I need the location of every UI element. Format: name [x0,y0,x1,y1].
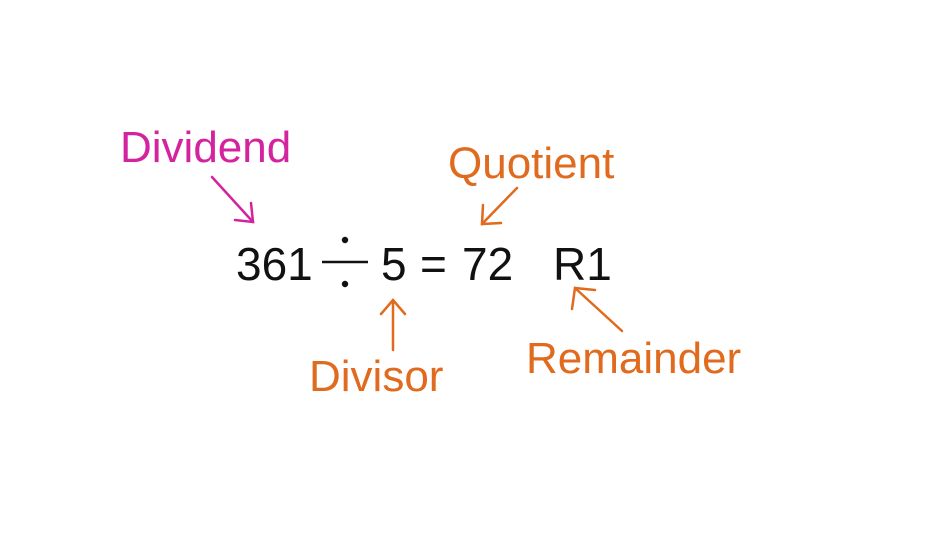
remainder-arrow-icon [570,286,624,333]
dividend-arrow-icon [210,175,255,224]
dividend-label: Dividend [120,123,292,172]
equals-sign: = [420,238,447,290]
divisor-label: Divisor [309,352,444,401]
quotient-arrow-icon [480,186,519,226]
remainder-label: Remainder [526,334,742,383]
remainder-value: R1 [553,238,612,290]
divisor-arrow-icon [379,298,407,352]
quotient-value: 72 [462,238,514,290]
division-sign-icon [322,236,368,288]
divisor-value: 5 [381,238,407,290]
quotient-label: Quotient [448,139,615,188]
dividend-value: 361 [236,238,313,290]
